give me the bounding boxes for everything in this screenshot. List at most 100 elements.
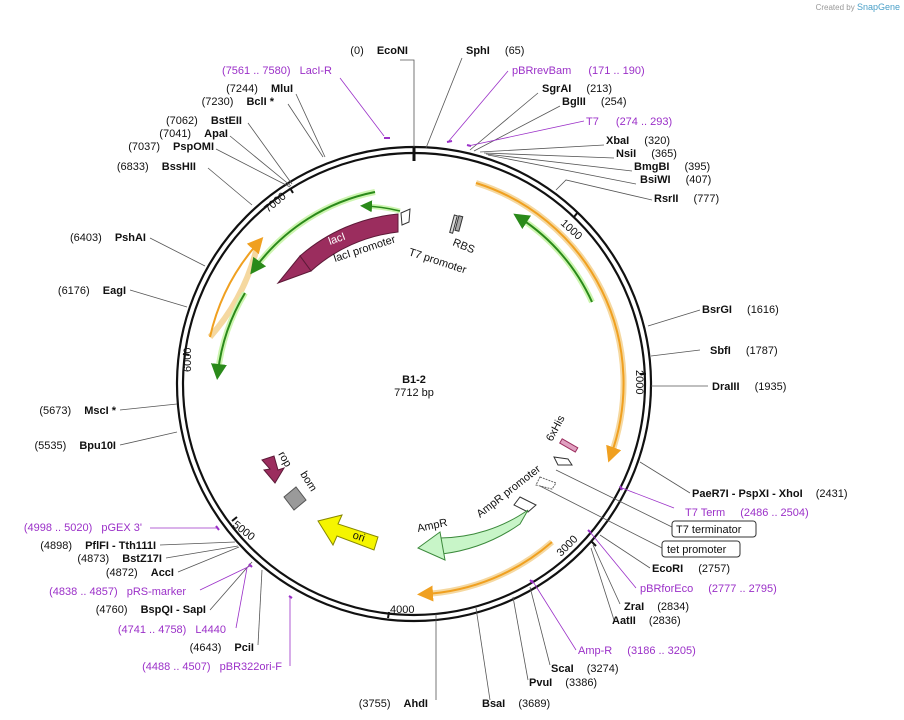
site-name[interactable]: BsiWI (640, 174, 671, 186)
lacI-label[interactable]: lacI (327, 231, 347, 248)
site-pos: (6833) (117, 161, 149, 173)
primer-name[interactable]: pBRrevBam (512, 65, 571, 77)
site-leader-lines (119, 57, 708, 701)
primer-ticks (215, 137, 623, 599)
svg-text:PaeR7I - PspXI - XhoI (2431): PaeR7I - PspXI - XhoI (2431) (692, 488, 848, 500)
snapgene-brand: SnapGene (856, 2, 900, 12)
site-name[interactable]: PflFI - Tth111I (85, 540, 156, 552)
orf-arcs-orange (207, 180, 627, 602)
site-name[interactable]: BsaI (482, 698, 505, 710)
site-name[interactable]: ApaI (204, 128, 228, 140)
rop-label[interactable]: rop (275, 450, 293, 470)
tet-promoter-label: tet promoter (667, 544, 727, 556)
t7-terminator-mark (553, 456, 573, 466)
ori-label[interactable]: ori (351, 529, 366, 544)
site-pos: (65) (505, 45, 525, 57)
site-name[interactable]: PciI (234, 642, 254, 654)
primer-range: (4741 .. 4758) (118, 624, 187, 636)
site-name[interactable]: PspOMI (173, 141, 214, 153)
site-name[interactable]: PaeR7I - PspXI - XhoI (692, 488, 803, 500)
site-name[interactable]: MluI (271, 83, 293, 95)
site-pos: (4760) (96, 604, 128, 616)
site-name[interactable]: RsrII (654, 193, 678, 205)
primer-name[interactable]: L4440 (195, 624, 226, 636)
svg-text:(7230) BclI *: (7230) BclI * (202, 96, 275, 108)
site-name[interactable]: SgrAI (542, 83, 571, 95)
site-pos: (4872) (106, 567, 138, 579)
tick-label-6000: 6000 (182, 348, 194, 372)
svg-text:pBRforEco (2777 .. 2795): pBRforEco (2777 .. 2795) (640, 583, 777, 595)
site-name[interactable]: ZraI (624, 601, 644, 613)
svg-text:SbfI (1787): SbfI (1787) (710, 345, 778, 357)
primer-name[interactable]: T7 Term (685, 507, 725, 519)
site-name[interactable]: SphI (466, 45, 490, 57)
site-name[interactable]: PvuI (529, 677, 552, 689)
site-pos: (7041) (159, 128, 191, 140)
site-name[interactable]: BsrGI (702, 304, 732, 316)
site-name[interactable]: SbfI (710, 345, 731, 357)
site-name[interactable]: Bpu10I (79, 440, 116, 452)
svg-text:T7 (274 .. 293): T7 (274 .. 293) (586, 116, 672, 128)
primer-name[interactable]: pGEX 3' (101, 522, 142, 534)
site-pos: (6176) (58, 285, 90, 297)
svg-text:(7062) BstEII: (7062) BstEII (166, 115, 242, 127)
primer-name[interactable]: pRS-marker (127, 586, 187, 598)
t7-terminator-box[interactable] (671, 520, 757, 538)
svg-text:(7561 .. 7580) LacI-R: (7561 .. 7580) LacI-R (222, 65, 332, 77)
site-name[interactable]: BssHII (162, 161, 196, 173)
tet-promoter-box[interactable] (661, 540, 741, 558)
svg-text:BmgBI (395): BmgBI (395) (634, 161, 710, 173)
site-name[interactable]: PshAI (115, 232, 146, 244)
primer-range: (4838 .. 4857) (49, 586, 118, 598)
svg-text:ZraI (2834): ZraI (2834) (624, 601, 689, 613)
svg-text:(3755) AhdI: (3755) AhdI (359, 698, 428, 710)
rbs-label[interactable]: RBS (451, 237, 476, 257)
svg-text:(4643) PciI: (4643) PciI (190, 642, 254, 654)
svg-text:(6176) EagI: (6176) EagI (58, 285, 126, 297)
site-name[interactable]: XbaI (606, 135, 629, 147)
svg-text:Amp-R (3186 .. 3205): Amp-R (3186 .. 3205) (578, 645, 696, 657)
snapgene-credit: Created by SnapGene (816, 2, 900, 12)
t7-promoter-mark (449, 214, 458, 234)
primer-name[interactable]: LacI-R (300, 65, 332, 77)
svg-text:BglII (254): BglII (254) (562, 96, 627, 108)
site-name[interactable]: AhdI (404, 698, 428, 710)
svg-text:(7041) ApaI: (7041) ApaI (159, 128, 228, 140)
ampR-promoter-label[interactable]: AmpR promoter (474, 463, 543, 520)
primer-range: (3186 .. 3205) (627, 645, 696, 657)
site-pos: (2836) (649, 615, 681, 627)
6xhis-label[interactable]: 6xHis (544, 413, 568, 443)
6xhis-mark (559, 438, 579, 453)
ampR-label[interactable]: AmpR (416, 517, 448, 535)
bom-label[interactable]: bom (297, 469, 319, 494)
site-name[interactable]: BstEII (211, 115, 242, 127)
svg-text:BsiWI (407): BsiWI (407) (640, 174, 711, 186)
site-name[interactable]: BmgBI (634, 161, 669, 173)
primer-name[interactable]: pBR322ori-F (220, 661, 283, 673)
lacI-promoter-mark (400, 208, 411, 226)
site-name[interactable]: AatII (612, 615, 636, 627)
primer-range: (171 .. 190) (588, 65, 644, 77)
site-pos: (395) (685, 161, 711, 173)
site-pos: (1616) (747, 304, 779, 316)
site-name[interactable]: BspQI - SapI (141, 604, 206, 616)
site-pos: (3274) (587, 663, 619, 675)
site-name[interactable]: ScaI (551, 663, 574, 675)
site-name[interactable]: MscI * (84, 405, 117, 417)
primer-range: (7561 .. 7580) (222, 65, 291, 77)
site-name[interactable]: EcoNI (377, 45, 408, 57)
primer-name[interactable]: T7 (586, 116, 599, 128)
site-name[interactable]: NsiI (616, 148, 636, 160)
svg-text:(5535) Bpu10I: (5535) Bpu10I (34, 440, 116, 452)
site-name[interactable]: BglII (562, 96, 586, 108)
site-name[interactable]: BstZ17I (122, 553, 162, 565)
primer-name[interactable]: Amp-R (578, 645, 612, 657)
site-name[interactable]: DraIII (712, 381, 740, 393)
site-name[interactable]: AccI (151, 567, 174, 579)
site-name[interactable]: EcoRI (652, 563, 683, 575)
primer-name[interactable]: pBRforEco (640, 583, 693, 595)
site-pos: (254) (601, 96, 627, 108)
site-name[interactable]: BclI * (246, 96, 274, 108)
site-name[interactable]: EagI (103, 285, 126, 297)
site-pos: (1935) (755, 381, 787, 393)
